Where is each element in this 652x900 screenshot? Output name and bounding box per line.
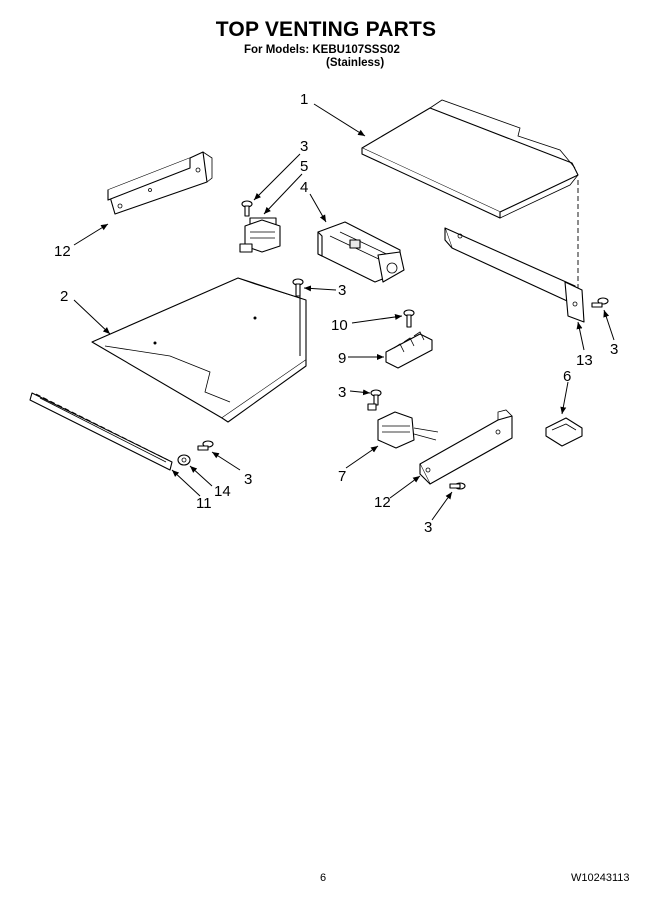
callout-5: 5 [300, 158, 308, 175]
part-2-large-panel [91, 277, 307, 423]
callout-3-upper: 3 [300, 138, 308, 155]
screw-3-lower [449, 482, 466, 490]
callout-7: 7 [338, 468, 346, 485]
callout-12-upper: 12 [54, 243, 71, 260]
callout-3-mid: 3 [338, 282, 346, 299]
callout-10: 10 [331, 317, 348, 334]
document-number: W10243113 [571, 872, 630, 884]
part-13-rear-bracket [444, 227, 585, 323]
part-11-rail [29, 392, 173, 471]
part-14-nut [177, 454, 191, 466]
part-12-lower-bracket [419, 409, 513, 485]
callout-11: 11 [196, 495, 212, 512]
callout-3-rail: 3 [244, 471, 252, 488]
callout-13: 13 [576, 352, 593, 369]
callout-14: 14 [214, 483, 231, 500]
part-12-left-bracket [107, 151, 213, 215]
part-10-screw [403, 309, 415, 328]
screw-3-rail [197, 440, 214, 451]
callout-9: 9 [338, 350, 346, 367]
callout-numbers: 1 2 3 5 4 12 3 10 9 3 7 6 13 3 3 14 11 1… [54, 91, 618, 536]
variant-line: (Stainless) [326, 57, 385, 69]
page-number: 6 [320, 872, 327, 884]
callout-1: 1 [300, 91, 308, 108]
callout-4: 4 [300, 179, 308, 196]
page-title: TOP VENTING PARTS [215, 18, 437, 41]
part-6-clip [545, 417, 583, 447]
callout-3-lower: 3 [424, 519, 432, 536]
screw-3-mid [292, 278, 304, 297]
part-4-fan-switch [317, 221, 405, 283]
callout-6: 6 [563, 368, 571, 385]
callout-12-lower: 12 [374, 494, 391, 511]
screw-3-transformer [370, 389, 382, 406]
models-line: For Models: KEBU107SSS02 [244, 44, 400, 56]
part-1-vent-panel [361, 99, 579, 292]
screw-3-right [591, 297, 609, 308]
callout-2: 2 [60, 288, 68, 305]
callout-3-right: 3 [610, 341, 618, 358]
part-5-transformer [239, 217, 281, 253]
part-9-terminal-block [385, 331, 433, 369]
screw-3-upper [241, 200, 253, 217]
callout-3-transformer: 3 [338, 384, 346, 401]
part-7-transformer [367, 403, 439, 449]
leader-lines [73, 103, 615, 521]
